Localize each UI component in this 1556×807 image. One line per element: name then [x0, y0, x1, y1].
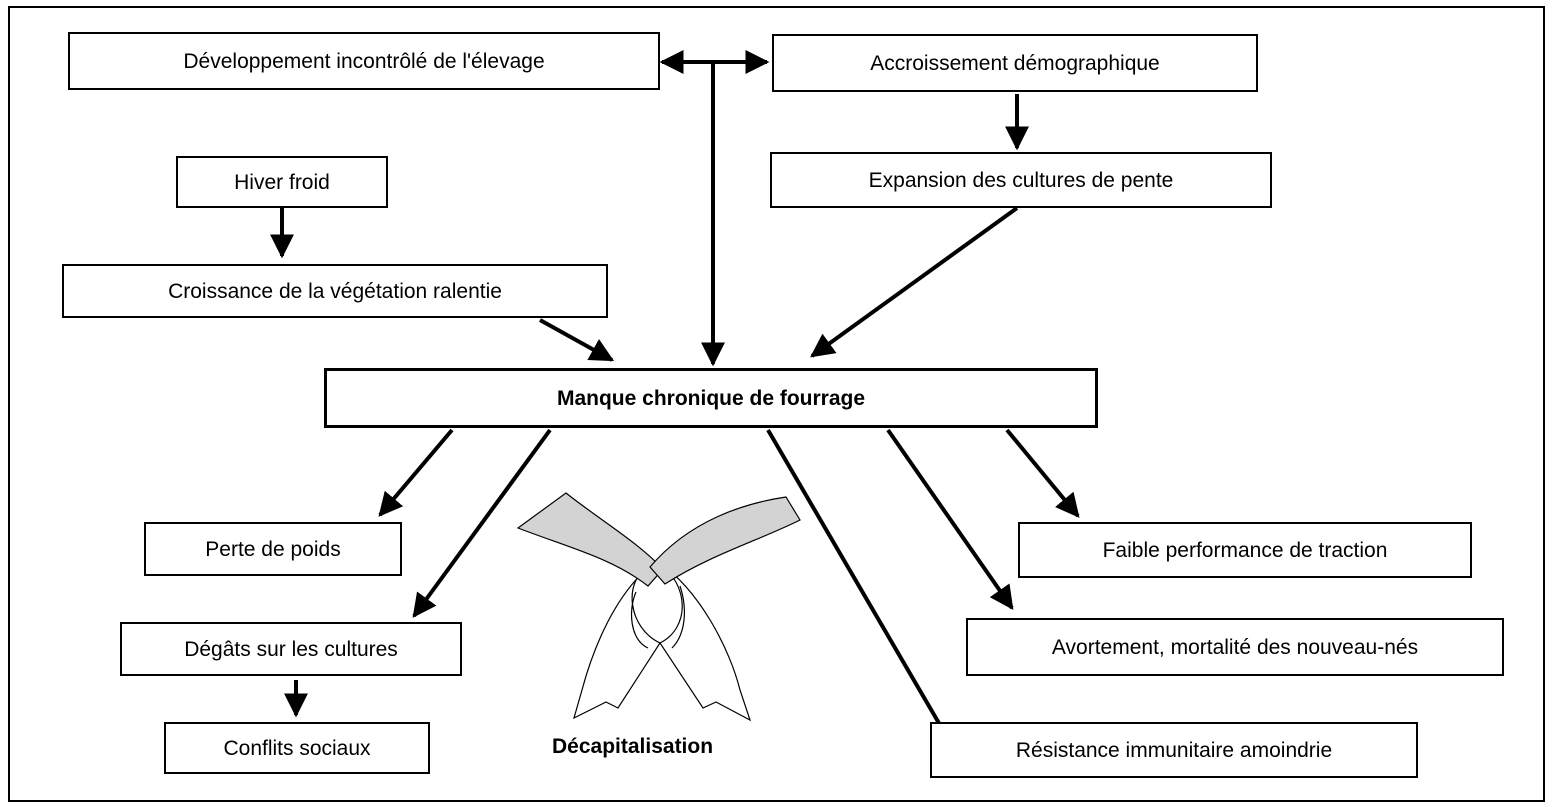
arrow-manque-degats: [412, 428, 552, 618]
node-traction: Faible performance de traction: [1018, 522, 1472, 578]
node-manque: Manque chronique de fourrage: [324, 368, 1098, 428]
decapitalisation-label: Décapitalisation: [552, 735, 714, 758]
node-croissance: Croissance de la végétation ralentie: [62, 264, 608, 318]
diagram-frame: [8, 6, 1545, 802]
node-avortement: Avortement, mortalité des nouveau-nés: [966, 618, 1504, 676]
arrow-manque-poids: [378, 428, 454, 517]
node-elevage: Développement incontrôlé de l'élevage: [68, 32, 660, 90]
arrow-manque-traction: [1005, 428, 1080, 518]
node-conflits: Conflits sociaux: [164, 722, 430, 774]
arrow-croissance-manque: [539, 318, 615, 362]
ribbon-icon: [516, 492, 801, 722]
node-demographie: Accroissement démographique: [772, 34, 1258, 92]
arrow-manque-immunite: [766, 428, 970, 776]
node-expansion: Expansion des cultures de pente: [770, 152, 1272, 208]
node-degats: Dégâts sur les cultures: [120, 622, 462, 676]
node-hiver: Hiver froid: [176, 156, 388, 208]
arrow-expansion-manque: [810, 206, 1019, 358]
node-poids: Perte de poids: [144, 522, 402, 576]
node-immunite: Résistance immunitaire amoindrie: [930, 722, 1418, 778]
arrow-manque-avortement: [886, 428, 1014, 610]
